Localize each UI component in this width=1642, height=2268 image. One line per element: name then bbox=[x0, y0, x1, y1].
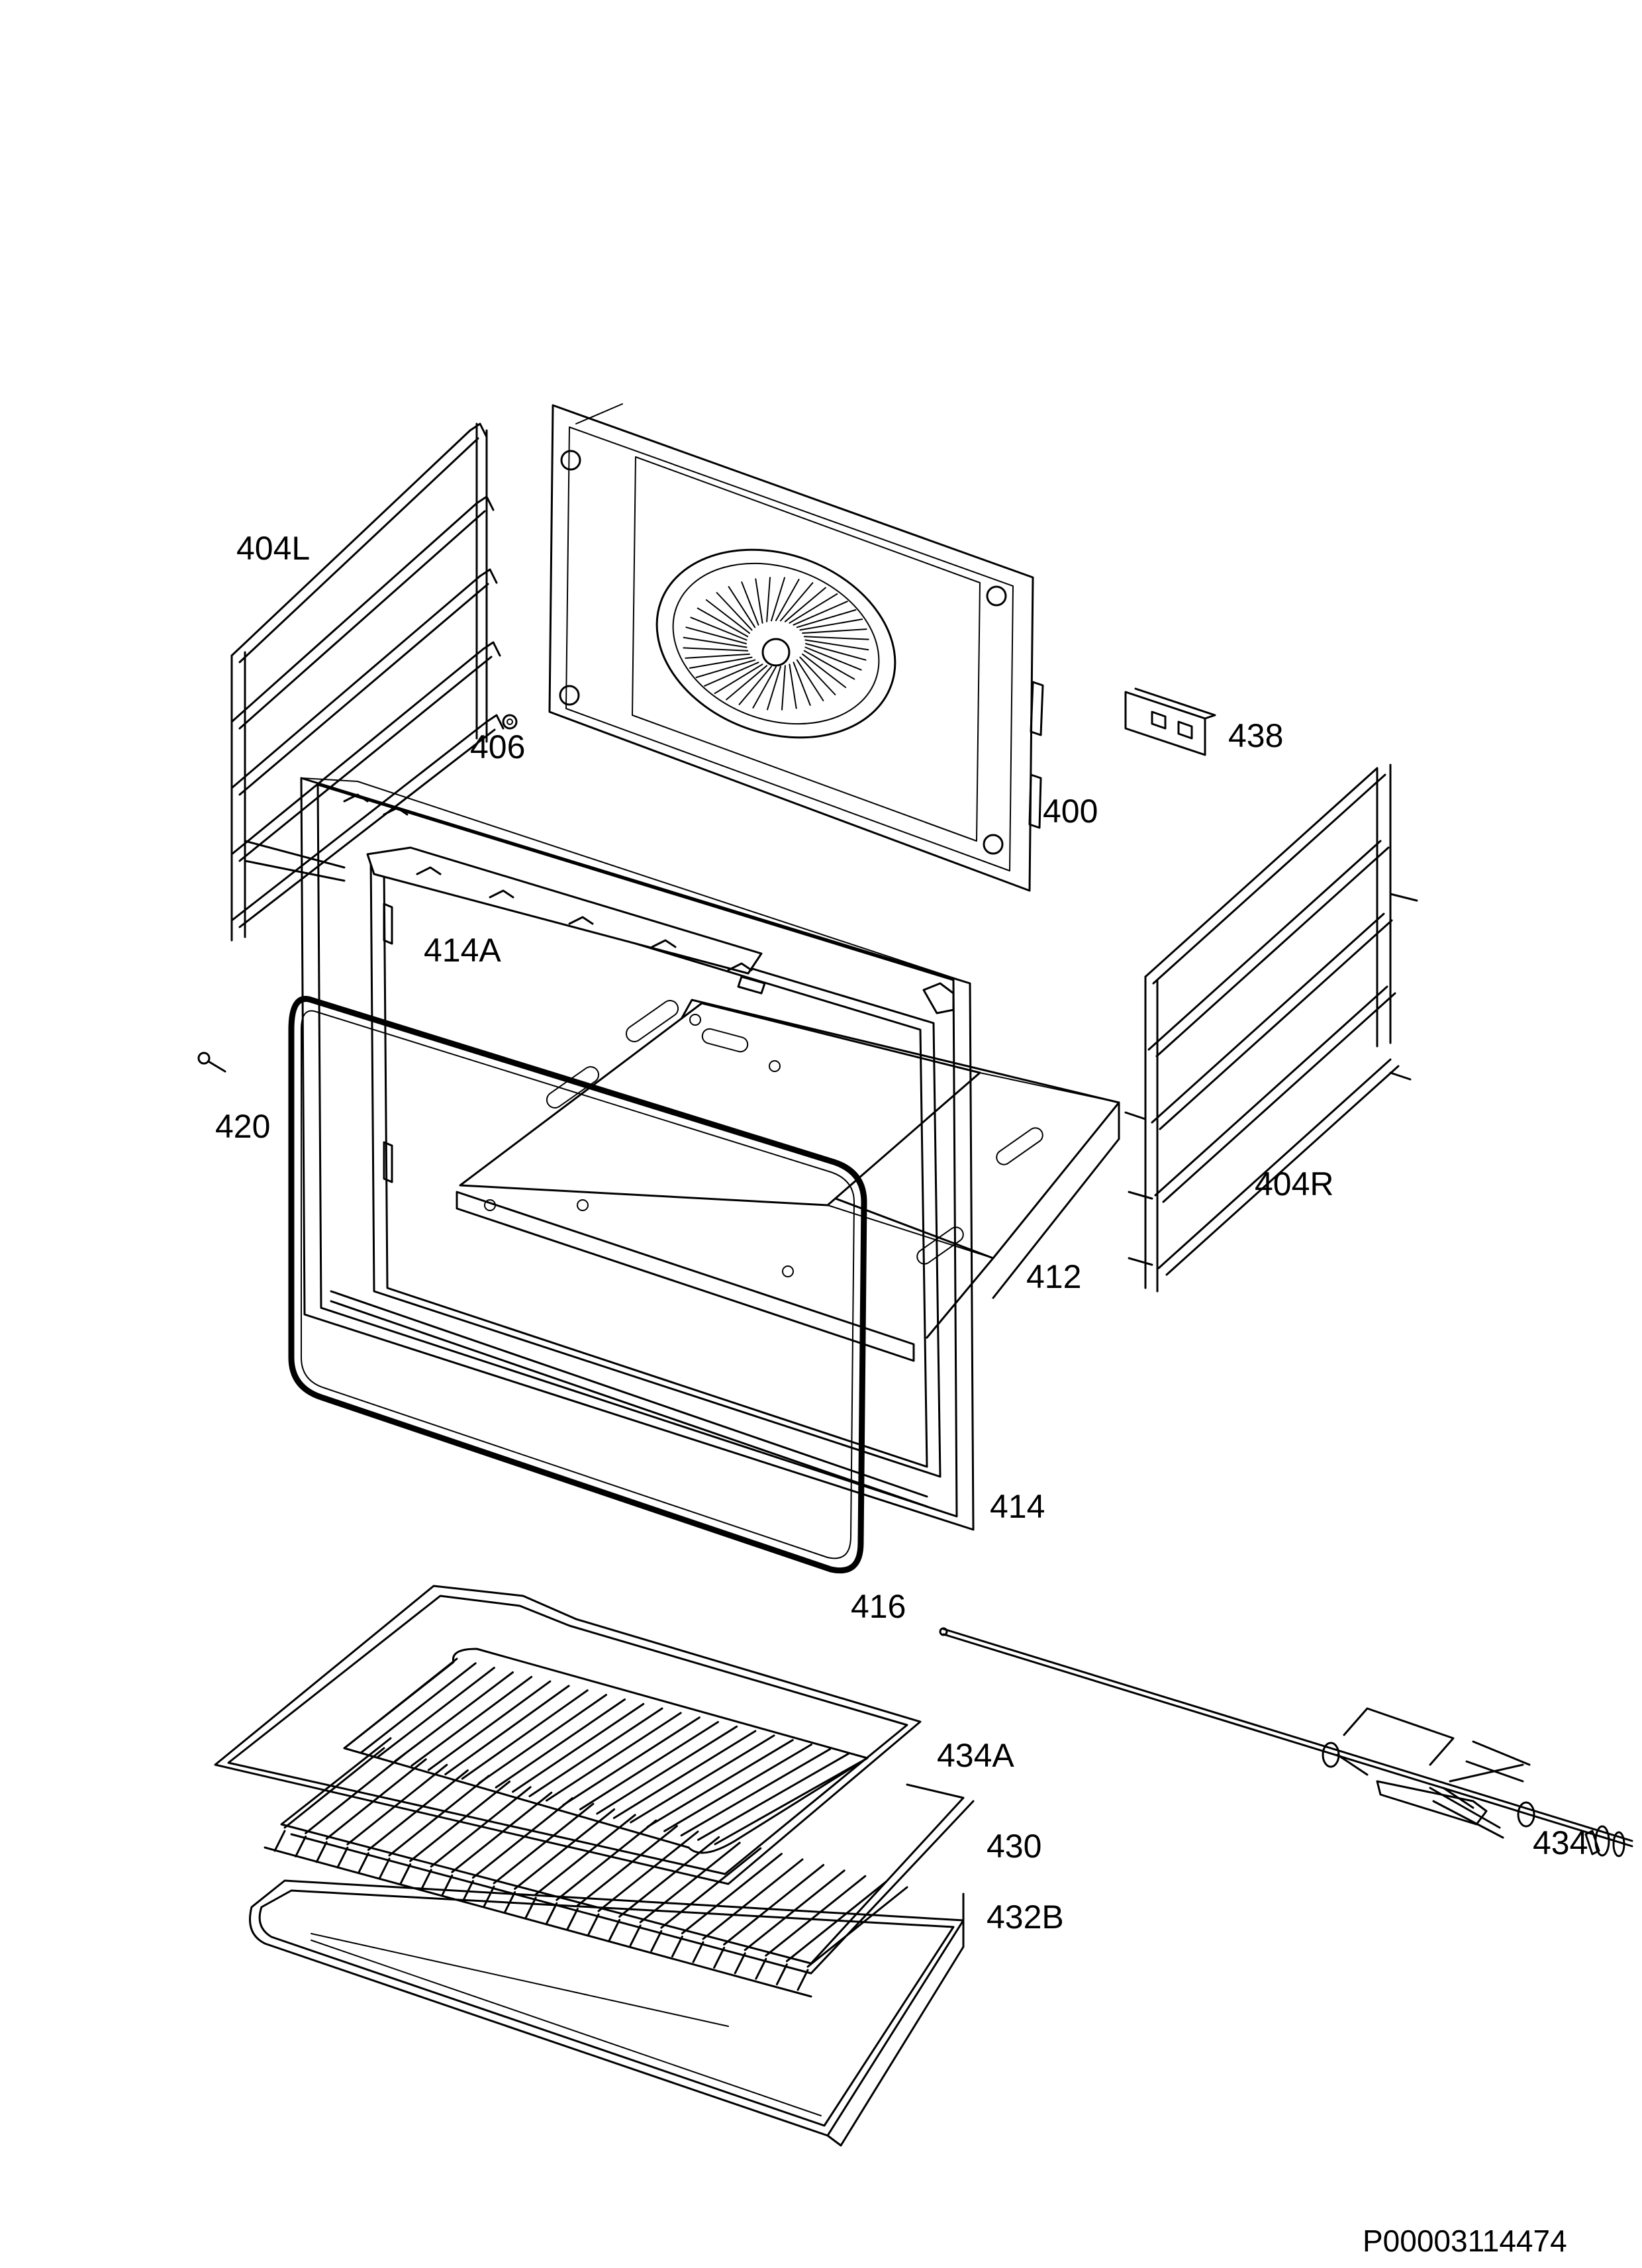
label-404L: 404L bbox=[236, 530, 310, 567]
back-panel-drawing bbox=[548, 403, 1044, 892]
left-shelf-support-drawing bbox=[230, 422, 505, 942]
label-434A: 434A bbox=[937, 1737, 1014, 1774]
label-414: 414 bbox=[990, 1488, 1045, 1525]
label-438: 438 bbox=[1228, 717, 1283, 754]
screw-drawing bbox=[197, 1052, 226, 1073]
label-420: 420 bbox=[215, 1108, 270, 1145]
label-404R: 404R bbox=[1255, 1165, 1334, 1203]
tray-drawing bbox=[249, 1879, 965, 2147]
wire-shelf-drawing bbox=[264, 1737, 975, 1998]
label-400: 400 bbox=[1043, 793, 1098, 830]
right-shelf-support-drawing bbox=[1124, 764, 1418, 1293]
fan-slots bbox=[683, 577, 869, 711]
document-code: P00003114474 bbox=[1363, 2224, 1567, 2258]
label-406: 406 bbox=[470, 728, 525, 765]
label-432B: 432B bbox=[987, 1898, 1064, 1936]
label-414A: 414A bbox=[424, 932, 501, 969]
hinge-clip-drawing bbox=[1124, 687, 1216, 756]
label-412: 412 bbox=[1026, 1258, 1081, 1295]
rotisserie-drawing bbox=[939, 1627, 1633, 1857]
label-430: 430 bbox=[987, 1828, 1041, 1865]
grill-bars bbox=[343, 1657, 869, 1846]
cavity-floor-drawing bbox=[456, 999, 1120, 1362]
frame-cover-drawing bbox=[366, 846, 766, 995]
label-434: 434 bbox=[1533, 1824, 1588, 1861]
grill-insert-drawing bbox=[214, 1585, 922, 1885]
label-416: 416 bbox=[851, 1588, 906, 1625]
nut-drawing bbox=[502, 714, 518, 730]
wire-rods bbox=[273, 1747, 908, 1991]
gasket-drawing bbox=[288, 996, 867, 1574]
